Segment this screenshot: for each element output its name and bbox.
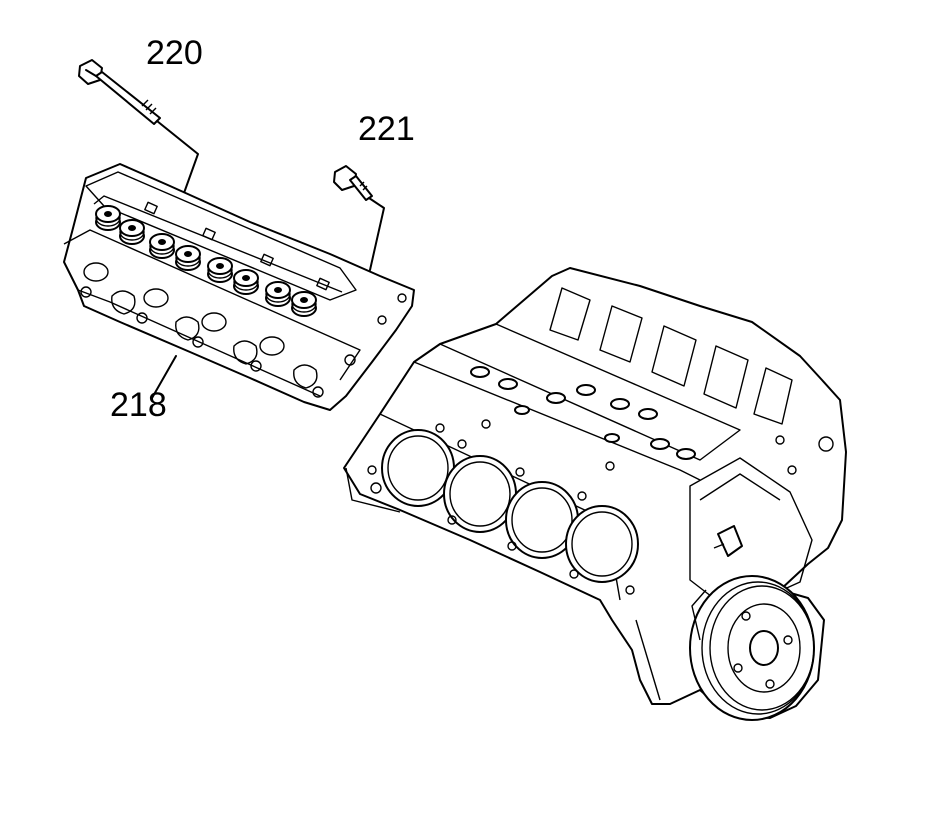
valve-springs — [95, 205, 317, 317]
crankshaft-balancer — [689, 575, 815, 721]
callout-218: 218 — [110, 386, 167, 424]
exhaust-ports — [83, 262, 318, 389]
leader-line-221 — [368, 197, 385, 271]
head-bolt-short — [333, 165, 373, 201]
lifter-bores — [470, 366, 696, 460]
head-bolt-long — [78, 59, 161, 125]
callout-221: 221 — [358, 110, 415, 148]
cylinder-head — [63, 163, 415, 411]
leader-line-218 — [151, 355, 177, 399]
callout-220: 220 — [146, 34, 203, 72]
cylinder-bores — [381, 429, 639, 583]
valley-slots — [549, 287, 793, 425]
